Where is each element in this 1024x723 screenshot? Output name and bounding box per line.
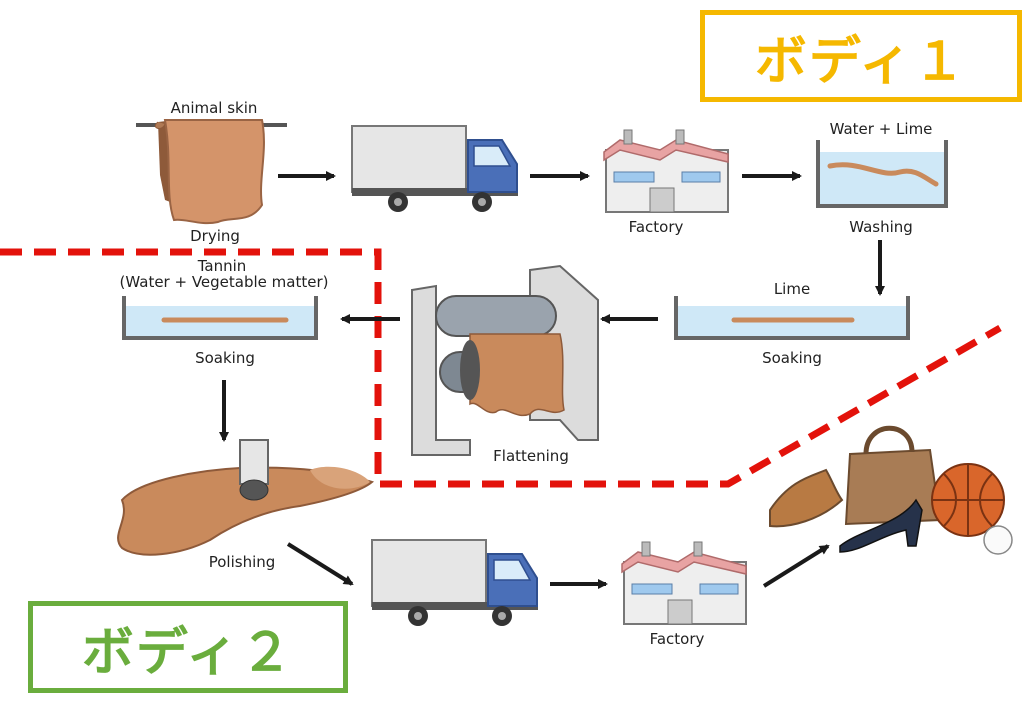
body-2-badge: ボディ２ <box>28 601 348 693</box>
washing-tank-illustration <box>816 140 948 208</box>
factory-bottom-icon <box>621 541 747 625</box>
animal-skin-label: Animal skin <box>170 99 258 117</box>
flattening-label: Flattening <box>493 447 569 465</box>
flow-arrows <box>219 171 885 589</box>
handbag-icon <box>844 448 942 526</box>
body-2-text: ボディ２ <box>81 622 295 683</box>
soaking-tank-left-illustration <box>122 296 318 340</box>
high-heel-icon <box>839 498 923 553</box>
lime-label: Lime <box>773 280 811 298</box>
polishing-illustration <box>117 439 375 556</box>
factory-top-icon <box>603 129 729 213</box>
truck-bottom-icon <box>371 539 538 626</box>
soaking-left-label: Soaking <box>195 349 255 367</box>
factory-top-label: Factory <box>628 218 684 236</box>
factory-bottom-label: Factory <box>649 630 705 648</box>
drying-label: Drying <box>190 227 240 245</box>
tannin-label-line1: Tannin <box>197 257 247 275</box>
body-1-badge: ボディ１ <box>700 10 1022 102</box>
animal-skin-drying-illustration <box>136 119 287 225</box>
baseball-icon <box>983 525 1013 555</box>
truck-top-icon <box>351 125 518 212</box>
water-lime-label: Water + Lime <box>829 120 933 138</box>
tannin-label-line2: (Water + Vegetable matter) <box>119 273 329 291</box>
leather-products-illustration <box>769 425 1013 555</box>
body-1-text: ボディ１ <box>754 31 968 92</box>
washing-label: Washing <box>849 218 913 236</box>
flattening-machine-illustration <box>411 264 599 456</box>
shoe-icon <box>769 468 844 528</box>
soaking-tank-right-illustration <box>674 296 910 340</box>
red-dashed-boundary <box>0 248 1002 488</box>
soaking-right-label: Soaking <box>762 349 822 367</box>
polishing-label: Polishing <box>208 553 276 571</box>
